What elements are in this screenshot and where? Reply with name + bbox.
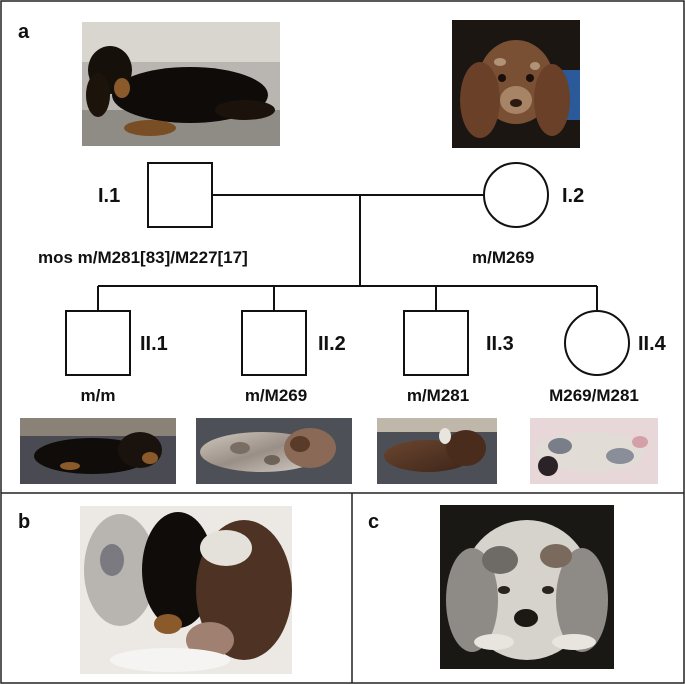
offspring-id-3: II.3 bbox=[486, 333, 514, 355]
litter-photo bbox=[80, 506, 292, 674]
panel-label-a: a bbox=[18, 21, 30, 43]
offspring-id-4: II.4 bbox=[638, 333, 667, 355]
pedigree-lines bbox=[97, 194, 598, 311]
puppy-closeup-photo bbox=[440, 505, 614, 669]
offspring-genotype-4: M269/M281 bbox=[549, 386, 639, 405]
mother-id: I.2 bbox=[562, 185, 584, 207]
offspring-id-2: II.2 bbox=[318, 333, 346, 355]
panel-label-c: c bbox=[368, 511, 379, 533]
offspring-symbol-2 bbox=[241, 310, 307, 376]
offspring-photo-4 bbox=[530, 418, 658, 484]
offspring-symbol-4 bbox=[564, 310, 630, 376]
offspring-photo-1 bbox=[20, 418, 176, 484]
offspring-symbol-3 bbox=[403, 310, 469, 376]
father-genotype: mos m/M281[83]/M227[17] bbox=[38, 248, 248, 267]
father-symbol bbox=[147, 162, 213, 228]
father-photo bbox=[82, 22, 280, 146]
offspring-photo-2 bbox=[196, 418, 352, 484]
panel-label-b: b bbox=[18, 511, 30, 533]
mother-genotype: m/M269 bbox=[472, 248, 534, 267]
offspring-genotype-1: m/m bbox=[81, 386, 116, 405]
offspring-symbol-1 bbox=[65, 310, 131, 376]
mother-photo bbox=[452, 20, 580, 148]
mother-symbol bbox=[483, 162, 549, 228]
offspring-genotype-3: m/M281 bbox=[407, 386, 469, 405]
offspring-genotype-2: m/M269 bbox=[245, 386, 307, 405]
father-id: I.1 bbox=[98, 185, 120, 207]
offspring-id-1: II.1 bbox=[140, 333, 168, 355]
offspring-photo-3 bbox=[377, 418, 497, 484]
